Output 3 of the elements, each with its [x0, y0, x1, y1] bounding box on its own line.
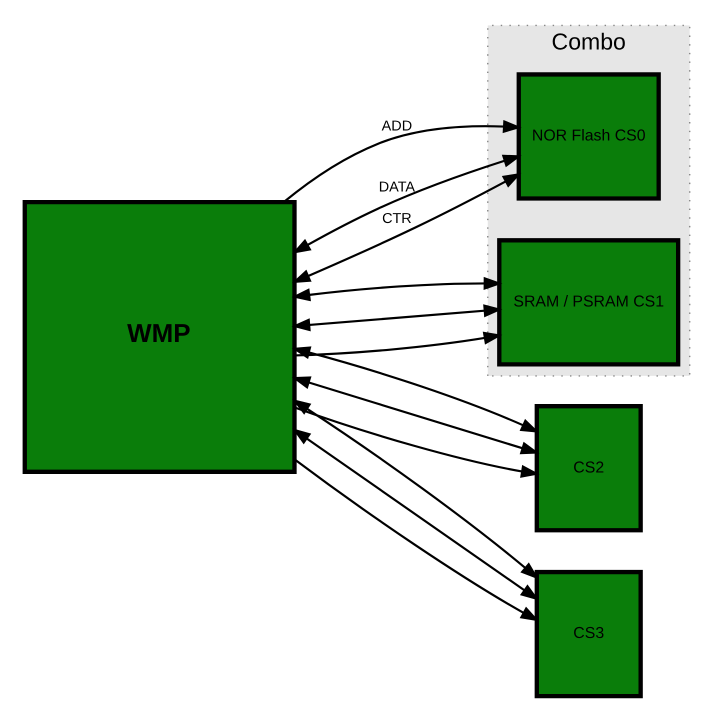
- edge-label: CTR: [382, 211, 412, 228]
- edge-label: DATA: [378, 179, 415, 196]
- edge-label: ADD: [381, 118, 412, 135]
